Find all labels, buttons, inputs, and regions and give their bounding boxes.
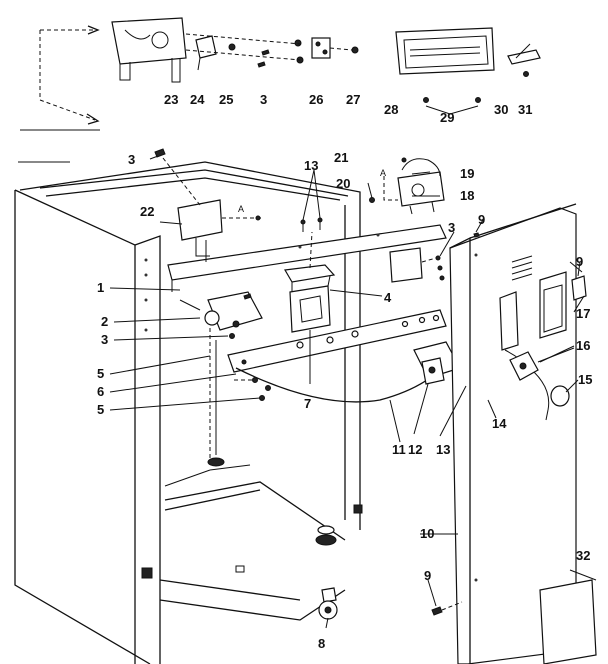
top-dashed-leaders [185, 33, 353, 61]
part-13-screws-top [300, 217, 323, 232]
part-5-screws [234, 377, 271, 401]
callout-10: 10 [420, 526, 434, 541]
part-30-clip [507, 43, 541, 65]
callout-14: 14 [492, 416, 507, 431]
upper-cross-rail [167, 224, 447, 292]
arrow-label-a-mid: A [238, 204, 244, 214]
part-4-transformer [284, 231, 336, 333]
callout-9-lower: 9 [424, 568, 431, 583]
part-26-switch [311, 37, 331, 59]
callout-29: 29 [440, 110, 454, 125]
callout-4: 4 [384, 290, 392, 305]
callout-leaders [109, 155, 585, 629]
callout-2: 2 [101, 314, 108, 329]
callout-12: 12 [408, 442, 422, 457]
callout-3-top: 3 [260, 92, 267, 107]
part-15-cord [533, 371, 570, 421]
callout-3-right: 3 [448, 220, 455, 235]
callout-17: 17 [576, 306, 590, 321]
part-9-screws [431, 232, 480, 616]
callout-3-left: 3 [101, 332, 108, 347]
part-22-bracket [177, 199, 262, 262]
callout-13-right: 13 [436, 442, 450, 457]
callout-23: 23 [164, 92, 178, 107]
callout-9-upper: 9 [478, 212, 485, 227]
callout-21: 21 [334, 150, 348, 165]
cabinet-body [14, 161, 363, 664]
part-18-bracket [397, 171, 445, 215]
callout-8: 8 [318, 636, 325, 651]
part-24-clip [195, 35, 217, 71]
reference-arrows [18, 25, 100, 163]
part-23-bracket [111, 17, 187, 83]
part-27-screw [351, 46, 359, 54]
part-2-wiring-bracket [179, 291, 263, 460]
part-31-screw [523, 71, 529, 77]
callout-5-a: 5 [97, 366, 104, 381]
part-3-screw-top-left [154, 148, 201, 206]
part-6-lower-rail [227, 309, 447, 373]
part-8-caster [318, 587, 338, 620]
part-20-screw [369, 197, 375, 203]
callout-13-top: 13 [304, 158, 318, 173]
callout-16: 16 [576, 338, 590, 353]
callout-27: 27 [346, 92, 360, 107]
part-11-cable [235, 367, 431, 403]
callout-18: 18 [460, 188, 474, 203]
callout-11: 11 [392, 442, 406, 457]
callout-19: 19 [460, 166, 474, 181]
callout-7: 7 [304, 396, 311, 411]
part-32-panel [539, 569, 597, 664]
callout-28: 28 [384, 102, 398, 117]
part-29-screws [423, 97, 481, 115]
callout-15: 15 [578, 372, 592, 387]
callout-31: 31 [518, 102, 532, 117]
callout-labels: 23 24 25 3 26 27 28 29 30 31 3 22 13 21 … [97, 92, 592, 651]
part-3-screws-top [257, 39, 304, 68]
part-19-wire [401, 157, 441, 177]
callout-1: 1 [97, 280, 104, 295]
callout-22: 22 [140, 204, 154, 219]
part-3-screw-left [243, 293, 252, 300]
callout-25: 25 [219, 92, 233, 107]
callout-9-right: 9 [576, 254, 583, 269]
callout-24: 24 [190, 92, 205, 107]
part-28-nameplate [395, 27, 495, 75]
callout-20: 20 [336, 176, 350, 191]
part-7-leveling-foot [207, 340, 337, 546]
arrow-label-a-top: A [380, 168, 386, 178]
callout-3-upper-left: 3 [128, 152, 135, 167]
callout-26: 26 [309, 92, 323, 107]
part-21-leader [383, 176, 398, 201]
callout-5-b: 5 [97, 402, 104, 417]
callout-6: 6 [97, 384, 104, 399]
part-3-screws-right [389, 247, 445, 283]
callout-32: 32 [576, 548, 590, 563]
part-16-control-knob [504, 347, 575, 381]
part-25-screw [228, 43, 236, 51]
part-10-side-panel [449, 203, 577, 664]
callout-30: 30 [494, 102, 508, 117]
